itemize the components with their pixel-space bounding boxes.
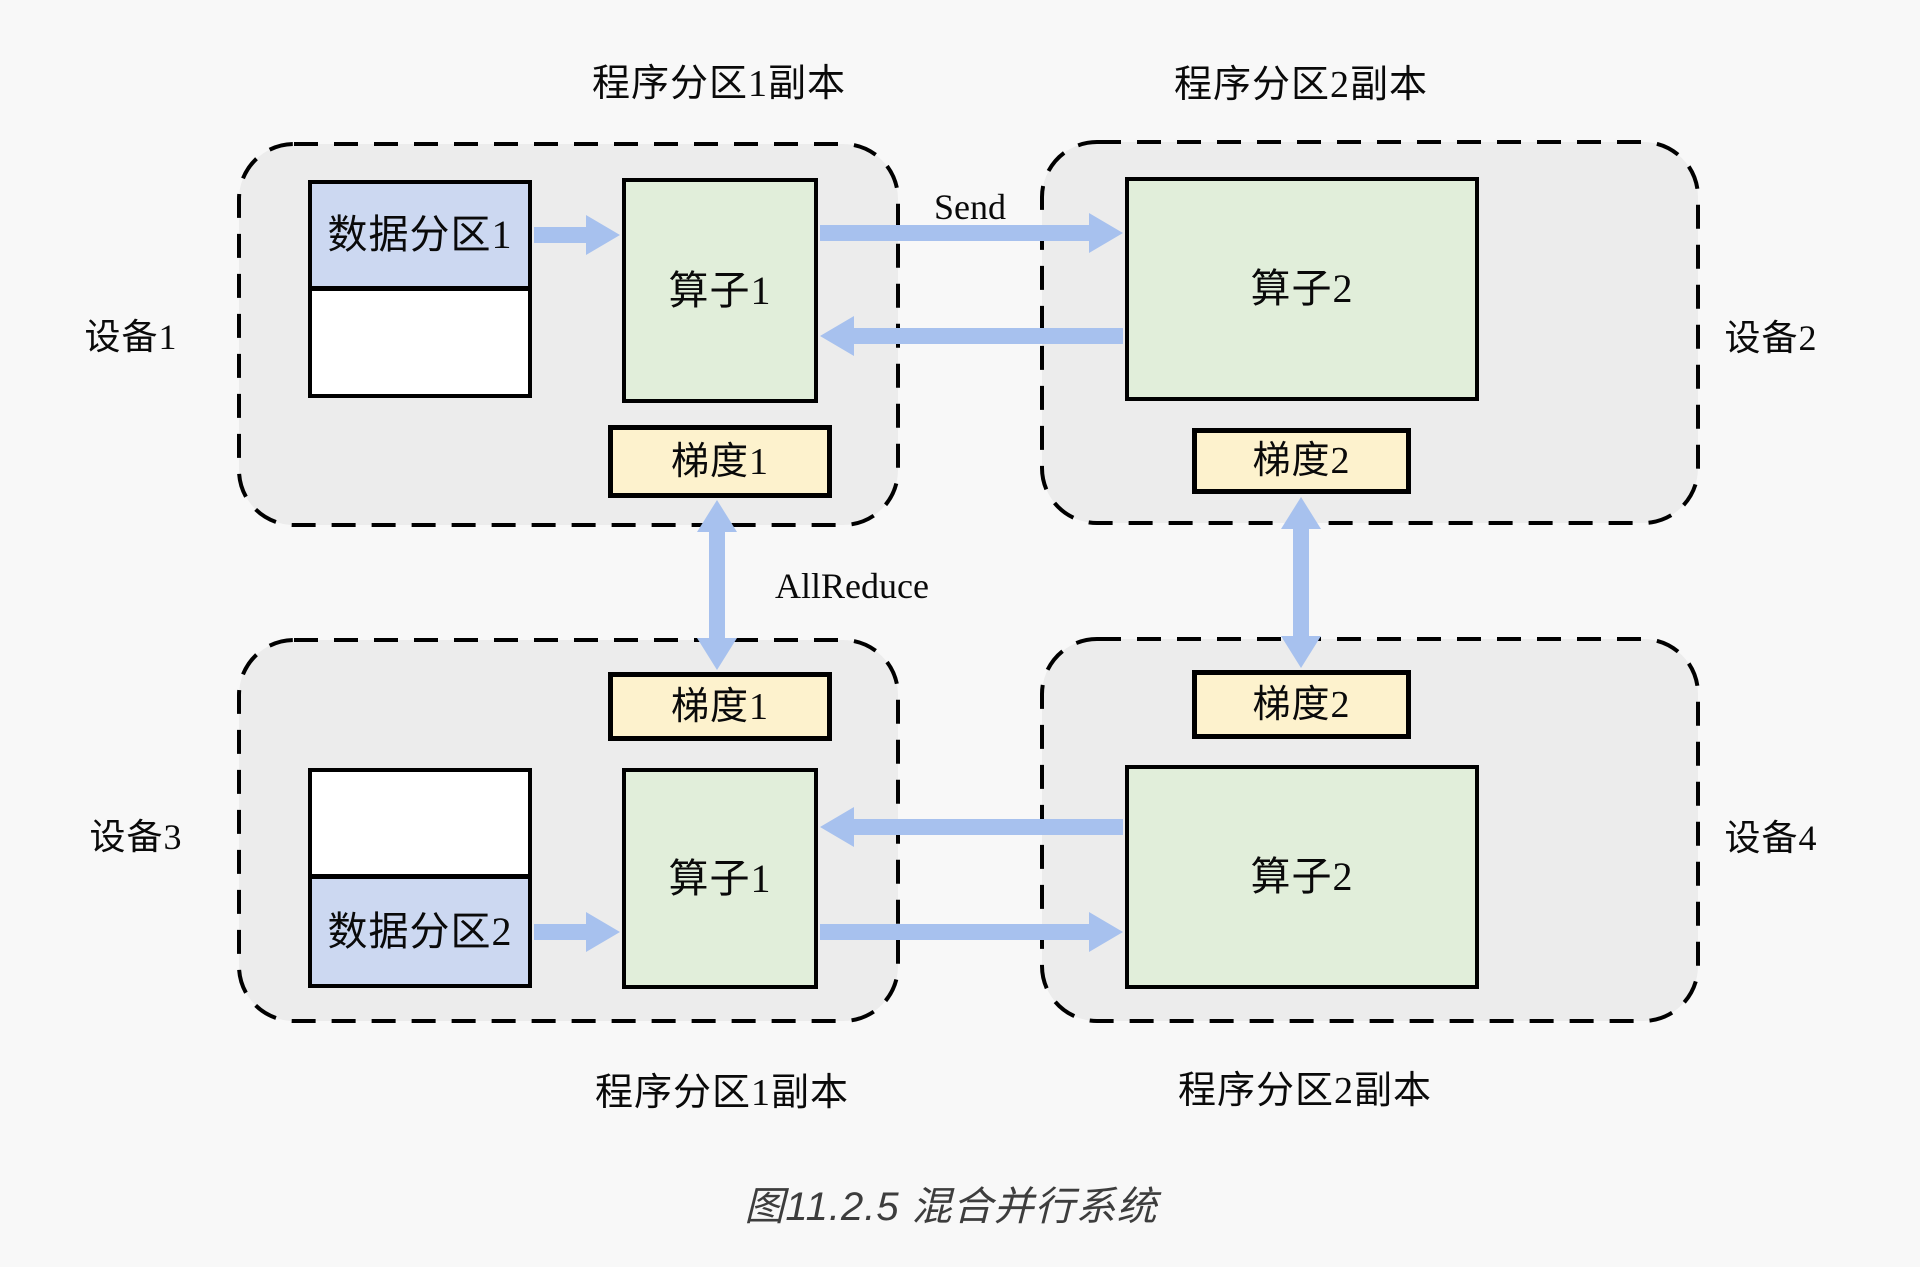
figure-caption: 图11.2.5 混合并行系统 bbox=[744, 1185, 1158, 1229]
op1-to-op2-bottom-arrow-icon bbox=[820, 912, 1123, 952]
device2-operator-box: 算子2 bbox=[1125, 177, 1479, 401]
device1-operator-box: 算子1 bbox=[622, 178, 818, 403]
allreduce-label: AllReduce bbox=[775, 566, 929, 606]
device1-label: 设备1 bbox=[84, 317, 178, 357]
partition1-title-top: 程序分区1副本 bbox=[591, 63, 847, 105]
device3-label: 设备3 bbox=[89, 817, 183, 857]
device4-gradient-box: 梯度2 bbox=[1192, 670, 1411, 739]
allreduce-right-arrow-icon bbox=[1281, 497, 1321, 668]
op2-to-op1-bottom-arrow-icon bbox=[820, 807, 1123, 847]
device3-data-partition-box: 数据分区2 bbox=[308, 875, 532, 988]
op2-to-op1-top-arrow-icon bbox=[820, 316, 1123, 356]
device2-gradient-box: 梯度2 bbox=[1192, 428, 1411, 494]
partition1-title-bottom: 程序分区1副本 bbox=[594, 1072, 850, 1114]
device3-gradient-box: 梯度1 bbox=[608, 672, 832, 741]
partition2-title-top: 程序分区2副本 bbox=[1173, 64, 1429, 106]
device1-gradient-box: 梯度1 bbox=[608, 425, 832, 498]
allreduce-left-arrow-icon bbox=[697, 500, 737, 670]
device4-label: 设备4 bbox=[1724, 818, 1818, 858]
send-arrow-icon bbox=[820, 213, 1123, 253]
device3-operator-box: 算子1 bbox=[622, 768, 818, 989]
device3-empty-data-box bbox=[308, 768, 532, 878]
send-label: Send bbox=[934, 187, 1006, 227]
data2-to-op1-arrow-icon bbox=[534, 912, 620, 952]
device2-label: 设备2 bbox=[1724, 318, 1818, 358]
data1-to-op1-arrow-icon bbox=[534, 215, 620, 255]
device1-data-partition-box: 数据分区1 bbox=[308, 180, 532, 290]
device4-operator-box: 算子2 bbox=[1125, 765, 1479, 989]
partition2-title-bottom: 程序分区2副本 bbox=[1177, 1070, 1433, 1112]
device1-empty-data-box bbox=[308, 287, 532, 398]
